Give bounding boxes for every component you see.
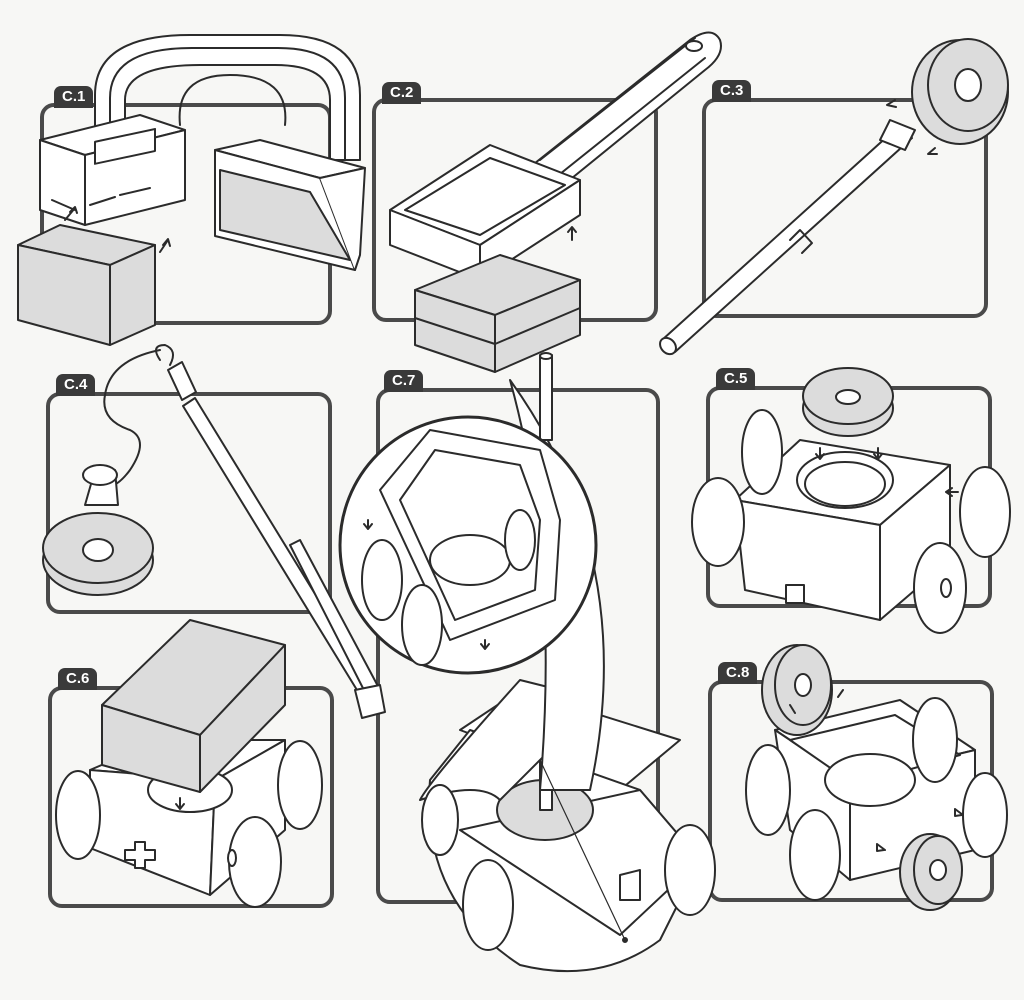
panel-label-c4: C.4 — [56, 374, 96, 396]
spool-c5 — [802, 367, 894, 437]
panel-c2-illustration — [389, 31, 722, 373]
panel-label-c7: C.7 — [384, 370, 424, 392]
panel-c3-illustration — [659, 38, 1009, 356]
battery-block — [101, 619, 286, 793]
spool-c3 — [911, 38, 1009, 145]
panel-label-c5: C.5 — [716, 368, 756, 390]
panel-c7-illustration — [338, 352, 716, 973]
panel-c3-frame — [702, 98, 988, 318]
panel-c5-illustration — [691, 367, 1011, 634]
panel-label-c6: C.6 — [58, 668, 98, 690]
zoom-detail — [338, 415, 598, 675]
panel-c8-illustration — [745, 644, 1008, 911]
panel-c1-illustration — [17, 34, 366, 346]
panel-label-c1: C.1 — [54, 86, 94, 108]
panel-label-c2: C.2 — [382, 82, 422, 104]
spool-c4 — [42, 512, 154, 596]
panel-label-c8: C.8 — [718, 662, 758, 684]
panel-c4-illustration — [42, 344, 386, 719]
spool-c8-top — [761, 644, 833, 736]
spool-c8-bottom — [899, 833, 963, 911]
panel-c6-illustration — [55, 619, 323, 908]
panel-label-c3: C.3 — [712, 80, 752, 102]
